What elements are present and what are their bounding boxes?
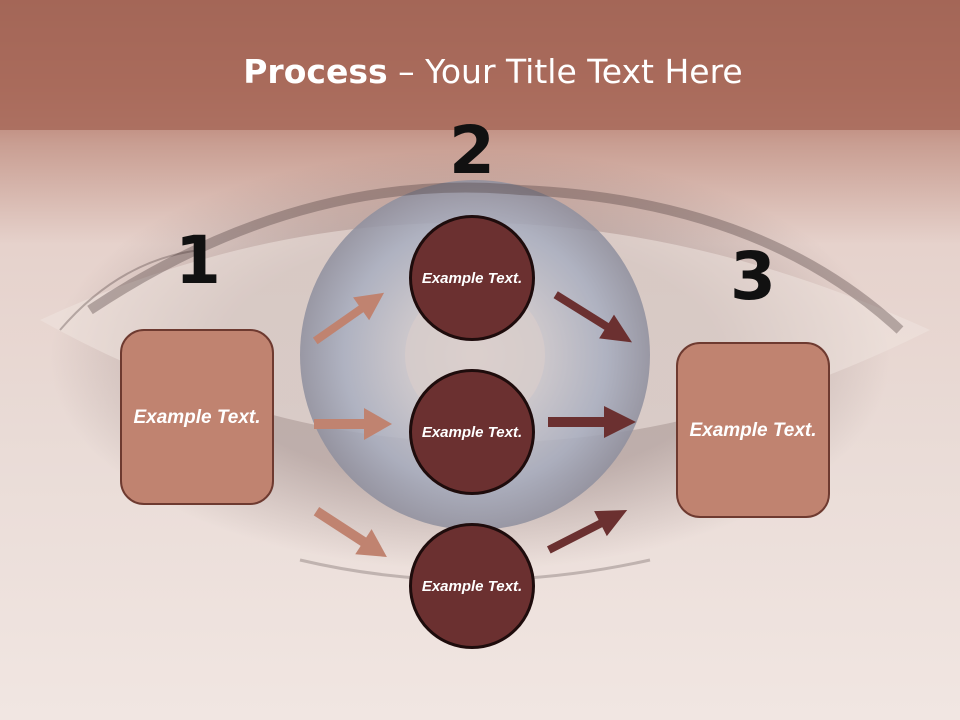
arrow-up-right-dark: [546, 510, 628, 554]
title-rest: – Your Title Text Here: [387, 52, 743, 91]
step-number-1: 1: [175, 222, 221, 299]
step1-text: Example Text.: [133, 406, 261, 428]
arrow-down-right-dark: [553, 291, 633, 343]
step2-circle-middle: Example Text.: [409, 369, 535, 495]
step-number-2: 2: [449, 112, 495, 189]
step-number-3: 3: [730, 238, 776, 315]
slide-title: Process – Your Title Text Here: [0, 52, 960, 91]
arrow-up-right-light: [312, 292, 385, 345]
step3-text: Example Text.: [689, 419, 817, 441]
step2-circle-bottom: Example Text.: [409, 523, 535, 649]
arrow-down-right-light: [313, 507, 387, 557]
arrow-right-dark: [548, 406, 636, 438]
step2-middle-text: Example Text.: [421, 423, 523, 441]
step2-circle-top: Example Text.: [409, 215, 535, 341]
step1-box: Example Text.: [120, 329, 274, 505]
step2-bottom-text: Example Text.: [421, 577, 523, 595]
step3-box: Example Text.: [676, 342, 830, 518]
step2-top-text: Example Text.: [421, 269, 523, 287]
arrow-right-light: [314, 408, 392, 440]
title-bold: Process: [243, 52, 388, 91]
